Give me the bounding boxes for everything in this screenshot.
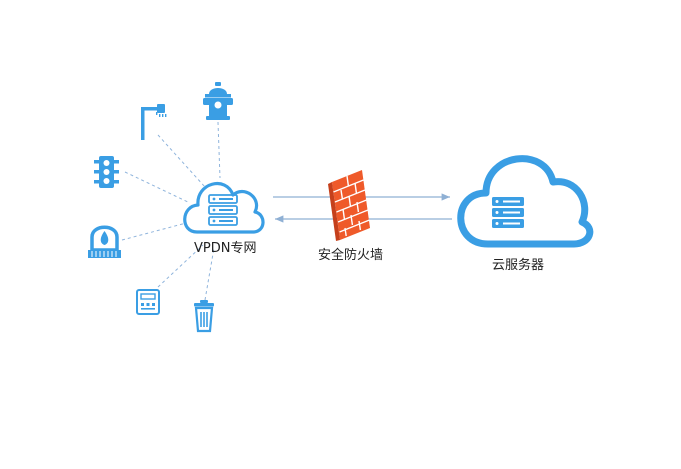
- firewall-label: 安全防火墙: [318, 248, 384, 263]
- traffic-light-icon: [94, 156, 119, 188]
- meter-icon: [136, 289, 160, 315]
- cloud-server-label: 云服务器: [492, 258, 545, 273]
- link-gas-burner: [121, 221, 191, 241]
- device-links: [121, 121, 221, 301]
- link-trash-bin: [204, 247, 215, 301]
- link-fire-hydrant: [217, 121, 221, 179]
- firewall-icon: [328, 170, 370, 241]
- link-traffic-light: [124, 171, 191, 204]
- cloud-server-icon: [457, 155, 594, 248]
- gas-burner-icon: [88, 225, 121, 258]
- vpdn-cloud-icon: [183, 182, 265, 234]
- fire-hydrant-icon: [203, 82, 233, 120]
- vpdn-server-stack-icon: [208, 194, 238, 226]
- street-lamp-icon: [141, 104, 167, 140]
- link-meter: [157, 244, 204, 288]
- vpdn-label: VPDN专网: [194, 241, 257, 256]
- link-street-lamp: [157, 134, 206, 188]
- trash-bin-icon: [194, 300, 214, 333]
